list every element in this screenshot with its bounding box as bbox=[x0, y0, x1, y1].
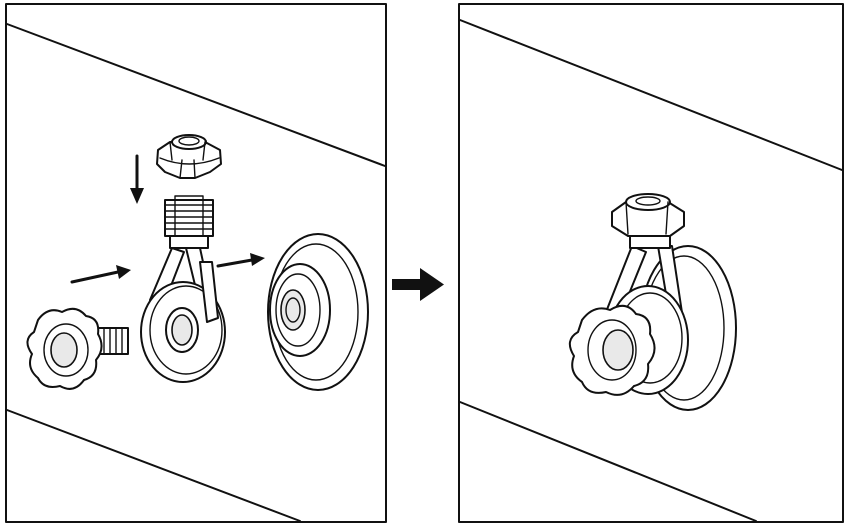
exploded-view-frame bbox=[5, 3, 387, 523]
knob-nut bbox=[611, 193, 685, 249]
arrow-right-icon bbox=[70, 265, 131, 284]
assembled-mount bbox=[568, 193, 737, 411]
arrow-down-icon bbox=[130, 154, 144, 204]
assembly-arrow-icon bbox=[392, 268, 444, 301]
knob-nut bbox=[156, 134, 222, 179]
wall-edge-bottom bbox=[6, 409, 301, 522]
star-knob-bolt bbox=[26, 307, 129, 390]
suction-cup-base bbox=[267, 233, 369, 391]
assembled-view-frame bbox=[458, 3, 844, 523]
exploded-view-panel bbox=[5, 3, 387, 523]
wall-edge-top bbox=[459, 19, 843, 171]
clamp-bracket bbox=[140, 195, 226, 383]
assembled-view-panel bbox=[458, 3, 844, 523]
arrow-right-icon bbox=[216, 253, 265, 268]
wall-edge-bottom bbox=[459, 401, 757, 522]
star-knob-bolt bbox=[568, 304, 656, 396]
wall-edge-top bbox=[6, 23, 386, 167]
